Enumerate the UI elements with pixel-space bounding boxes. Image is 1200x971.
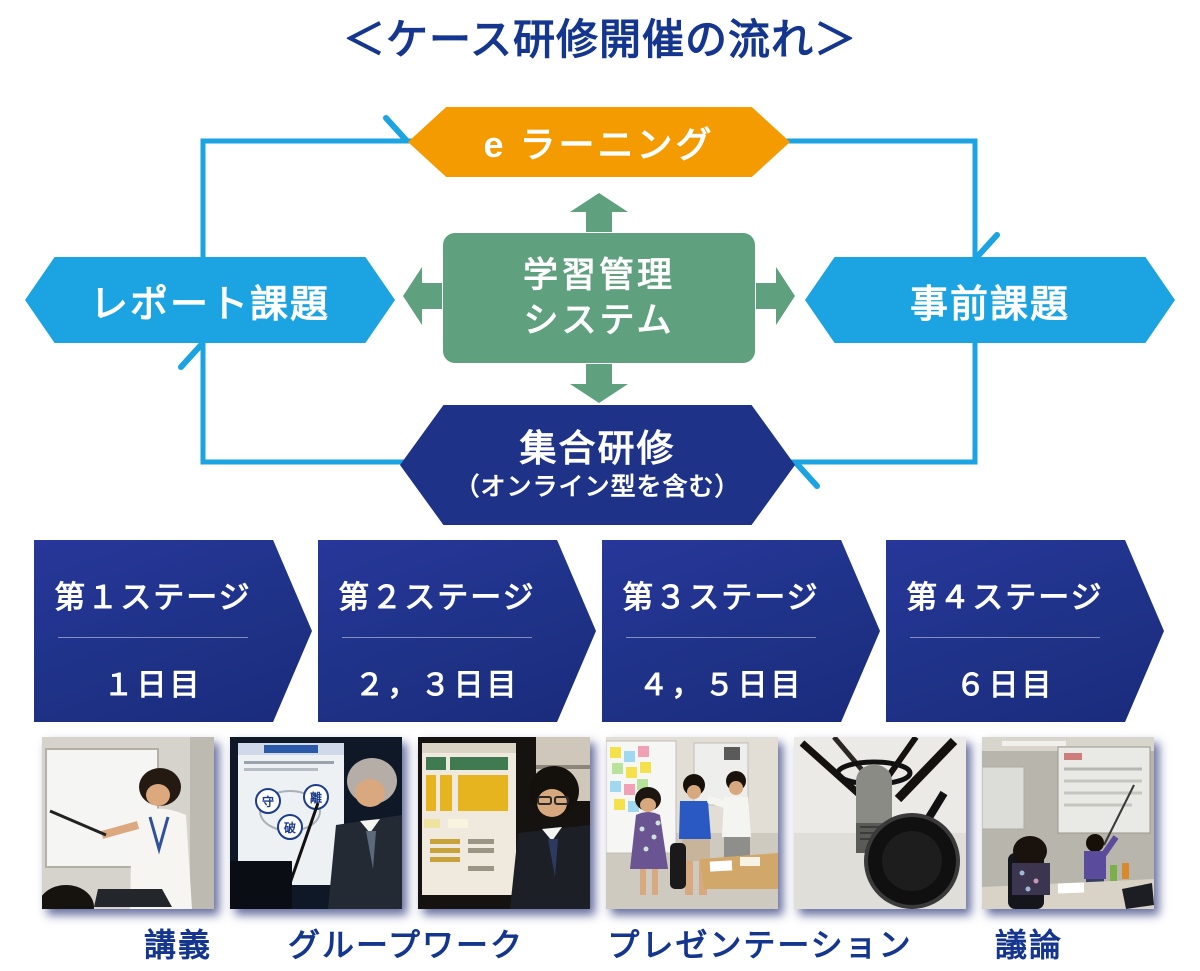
lms-up-arrow-icon bbox=[570, 193, 628, 232]
photo-group-work-presenter bbox=[418, 737, 590, 909]
svg-text:破: 破 bbox=[284, 820, 296, 835]
stage-3-divider bbox=[626, 637, 816, 638]
lms-label-line1: 学習管理 bbox=[522, 255, 675, 295]
photo-microphone bbox=[794, 737, 966, 909]
stage-arrow-3: 第３ステージ ４，５日目 bbox=[602, 540, 880, 722]
lms-label-line2: システム bbox=[523, 301, 675, 340]
stage-3-days: ４，５日目 bbox=[638, 669, 804, 702]
node-pre-assignment: 事前課題 bbox=[805, 257, 1175, 343]
photo-lecture bbox=[42, 737, 214, 909]
pre-assignment-label: 事前課題 bbox=[909, 283, 1070, 326]
node-lms: 学習管理 システム bbox=[443, 233, 755, 363]
stage-4-divider bbox=[910, 637, 1100, 638]
stage-2-days: ２，３日目 bbox=[354, 669, 520, 702]
cycle-arrowhead-icons bbox=[178, 115, 1000, 489]
stage-2-label: 第２ステージ bbox=[338, 580, 536, 615]
lms-left-arrow-icon bbox=[403, 267, 442, 325]
stage-1-days: １日目 bbox=[103, 669, 203, 702]
node-elearning: e ラーニング bbox=[408, 107, 790, 177]
stage-arrow-4: 第４ステージ ６日目 bbox=[886, 540, 1164, 722]
photo-discussion-classroom bbox=[982, 737, 1154, 909]
lms-direction-arrow-icons bbox=[403, 193, 795, 403]
stage-arrow-2: 第２ステージ ２，３日目 bbox=[318, 540, 596, 722]
stage-1-label: 第１ステージ bbox=[54, 580, 252, 615]
photo-group-work-screen: 守 離 破 bbox=[230, 737, 402, 909]
caption-discussion: 議論 bbox=[994, 927, 1064, 963]
caption-lecture: 講義 bbox=[143, 927, 213, 963]
page-title: ＜ケース研修開催の流れ＞ bbox=[343, 16, 857, 63]
lms-right-arrow-icon bbox=[756, 267, 795, 325]
stage-4-days: ６日目 bbox=[955, 669, 1055, 702]
node-report-assignment: レポート課題 bbox=[25, 257, 395, 343]
lms-down-arrow-icon bbox=[570, 364, 628, 403]
svg-text:離: 離 bbox=[310, 790, 322, 805]
node-group-training: 集合研修 （オンライン型を含む） bbox=[400, 405, 795, 525]
group-training-sublabel: （オンライン型を含む） bbox=[454, 472, 741, 501]
report-assignment-label: レポート課題 bbox=[89, 283, 330, 326]
caption-group-work: グループワーク bbox=[287, 927, 525, 963]
stage-2-divider bbox=[342, 637, 532, 638]
stage-1-divider bbox=[58, 637, 248, 638]
svg-text:守: 守 bbox=[262, 794, 274, 809]
node-elearning-label: e ラーニング bbox=[483, 124, 715, 165]
stage-arrow-1: 第１ステージ １日目 bbox=[34, 540, 312, 722]
stage-4-label: 第４ステージ bbox=[906, 580, 1104, 615]
group-training-label: 集合研修 bbox=[519, 428, 676, 470]
caption-presentation: プレゼンテーション bbox=[607, 927, 913, 963]
stage-3-label: 第３ステージ bbox=[622, 580, 820, 615]
photo-presentation-whiteboard bbox=[606, 737, 778, 909]
